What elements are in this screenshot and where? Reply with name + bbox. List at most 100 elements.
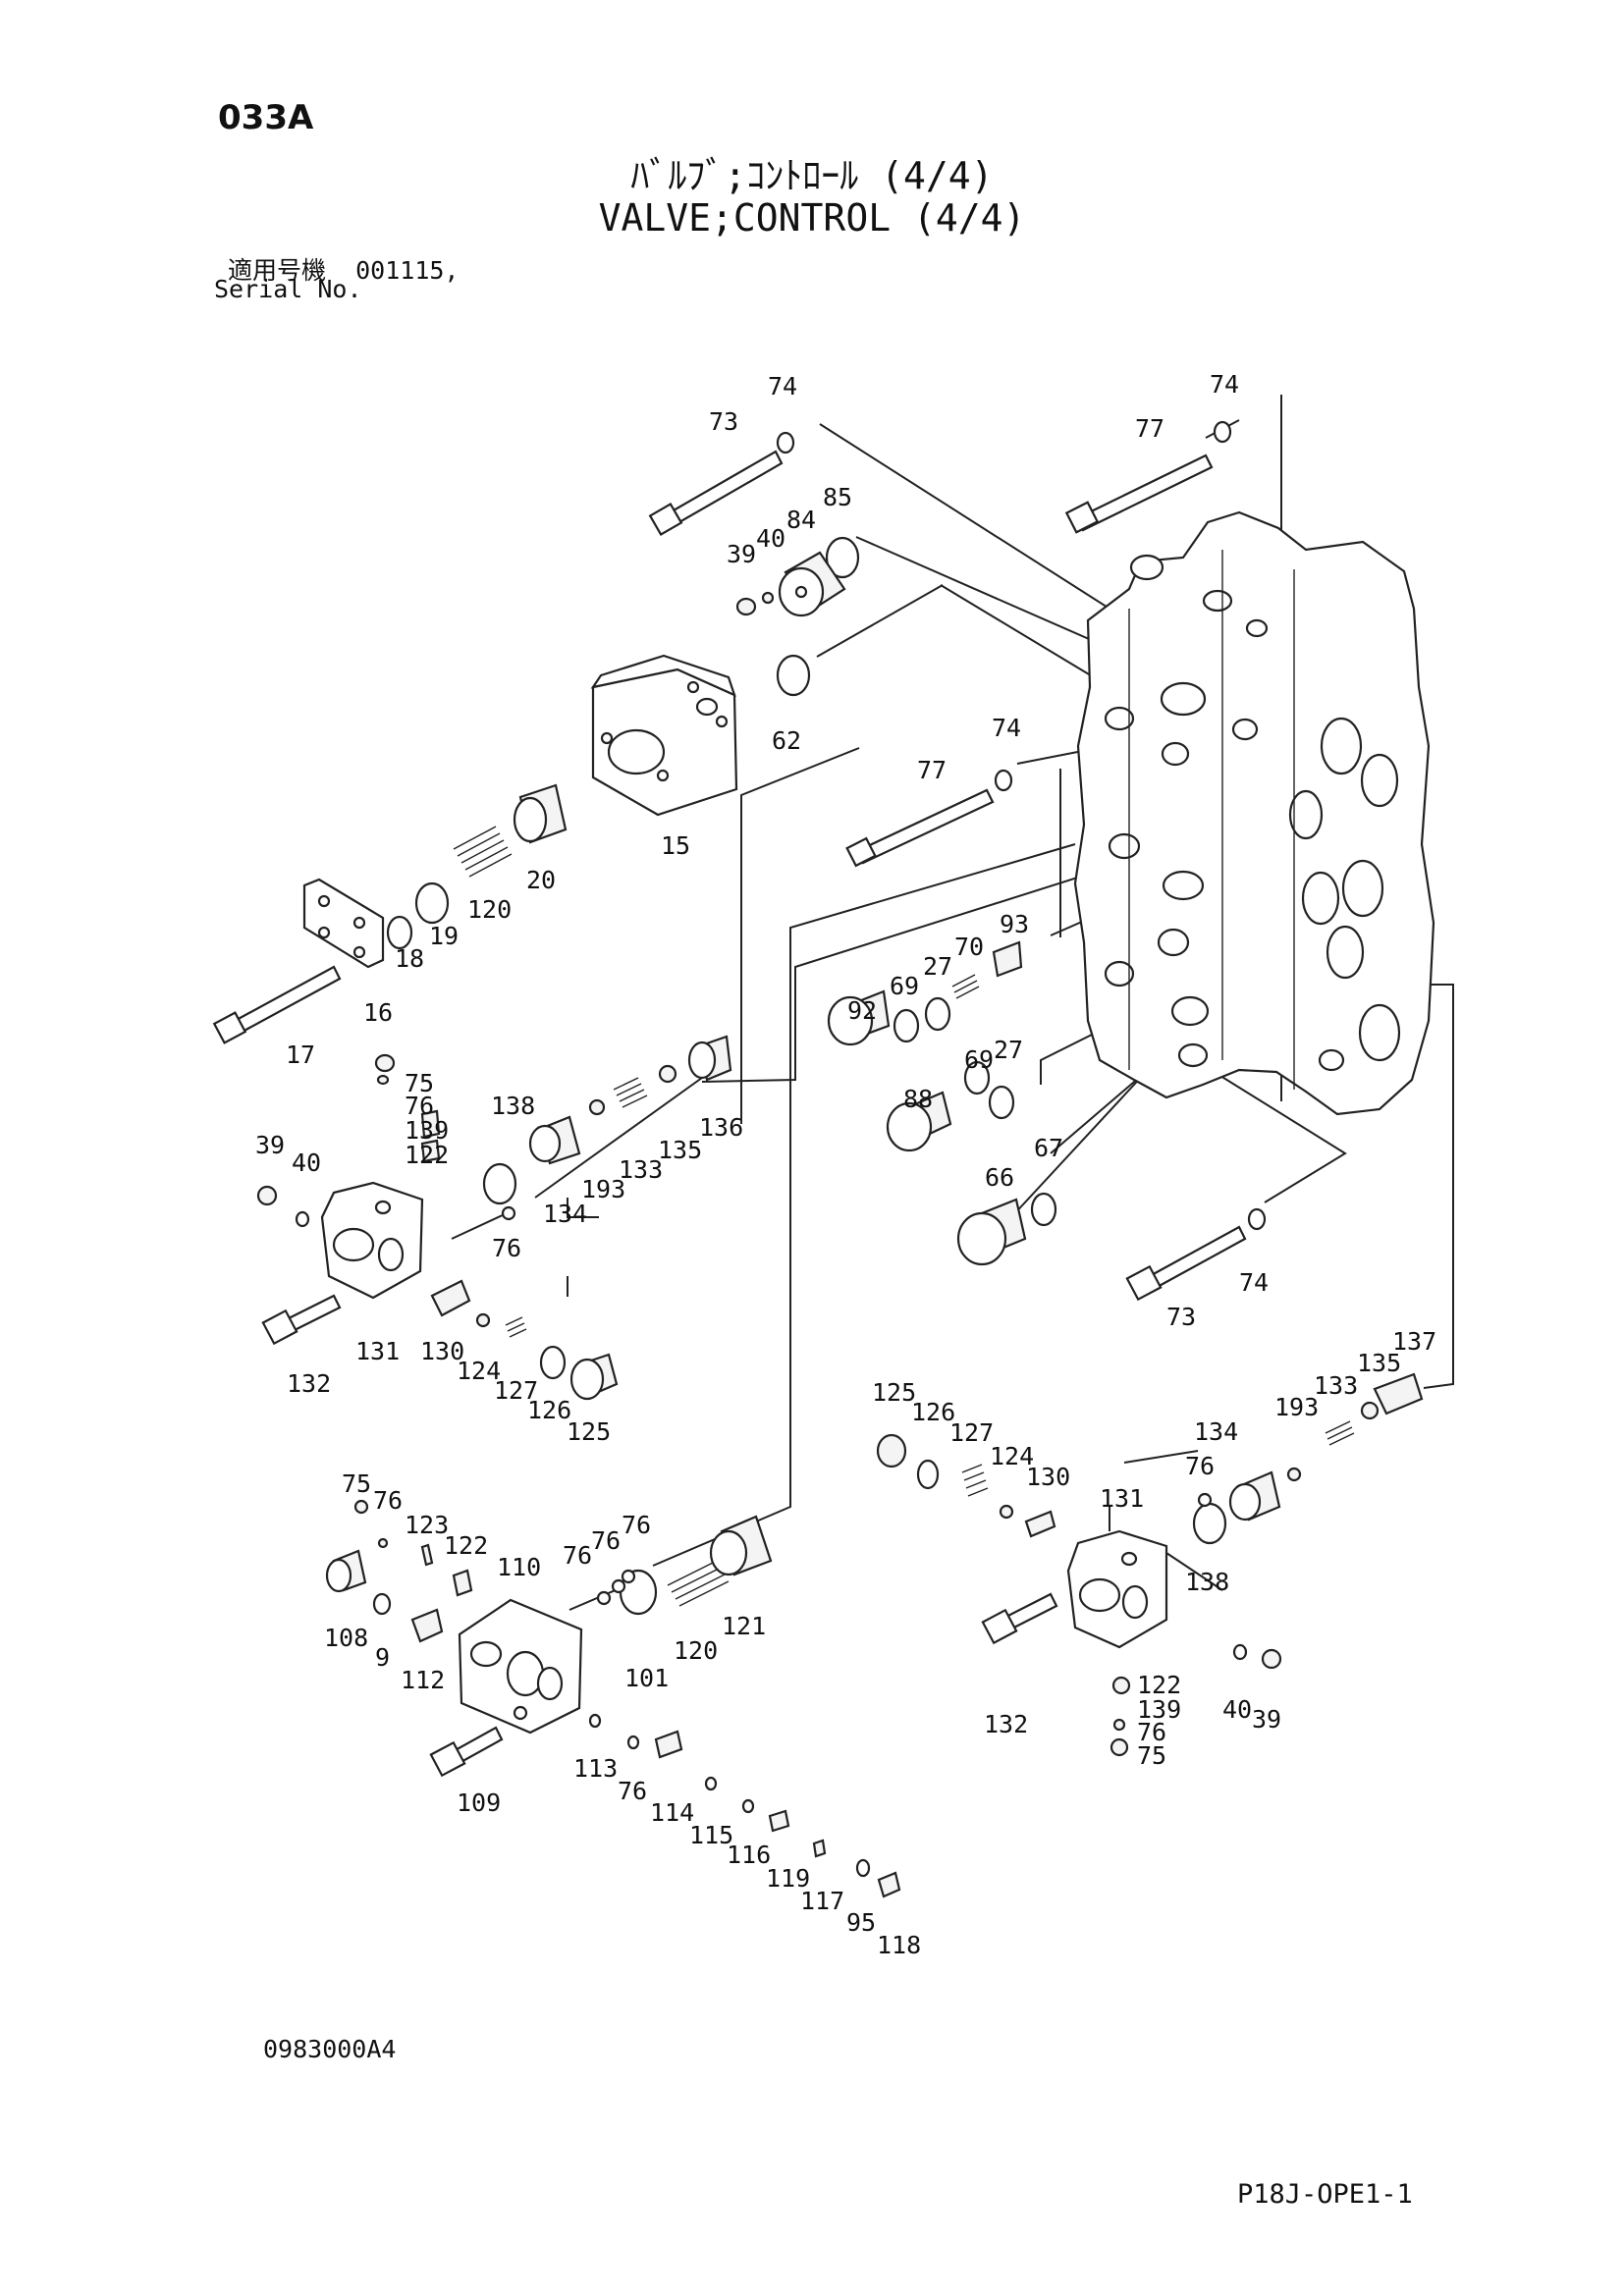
- document-code: 0983000A4: [263, 2035, 397, 2063]
- callout-label: 134: [1194, 1417, 1238, 1446]
- callout-label: 118: [877, 1931, 921, 1959]
- callout-label: 193: [1274, 1393, 1319, 1421]
- callout-label: 122: [1137, 1671, 1181, 1699]
- callout-label: 133: [619, 1155, 663, 1184]
- callout-label: 125: [567, 1417, 611, 1446]
- callout-label: 109: [457, 1789, 501, 1817]
- callout-label: 76: [622, 1511, 651, 1539]
- page-reference: P18J-OPE1-1: [1237, 2179, 1413, 2210]
- callout-label: 132: [984, 1710, 1028, 1738]
- part-131-left-block: [320, 1181, 424, 1300]
- callout-label: 27: [923, 952, 952, 981]
- callout-label: 88: [903, 1085, 933, 1113]
- callout-label: 114: [650, 1798, 694, 1827]
- part-131-right-block: [1066, 1529, 1168, 1649]
- callout-label: 138: [1185, 1568, 1229, 1596]
- serial-label-english: Serial No.: [214, 275, 362, 303]
- callout-label: 122: [444, 1531, 488, 1560]
- callout-label: 18: [395, 944, 424, 973]
- callout-label: 20: [526, 866, 556, 894]
- page-code: 033A: [218, 98, 314, 137]
- callout-label: 76: [492, 1234, 521, 1262]
- callout-label: 121: [722, 1612, 766, 1640]
- callout-label: 124: [990, 1442, 1034, 1470]
- callout-label: 125: [872, 1378, 916, 1407]
- callout-label: 76: [405, 1092, 434, 1120]
- callout-label: 131: [355, 1337, 400, 1365]
- callout-label: 127: [949, 1418, 994, 1447]
- callout-label: 74: [1239, 1268, 1269, 1297]
- callout-label: 133: [1314, 1371, 1358, 1400]
- callout-label: 117: [800, 1887, 844, 1915]
- serial-number-row: 適用号機 001115,: [228, 251, 459, 287]
- callout-label: 66: [985, 1163, 1014, 1192]
- callout-label: 110: [497, 1553, 541, 1581]
- callout-label: 127: [494, 1376, 538, 1405]
- callout-label: 112: [401, 1666, 445, 1694]
- callout-label: 95: [846, 1908, 876, 1937]
- callout-label: 124: [457, 1357, 501, 1385]
- callout-label: 70: [954, 933, 984, 961]
- callout-label: 101: [624, 1664, 669, 1692]
- callout-label: 77: [917, 756, 947, 784]
- callout-label: 137: [1392, 1327, 1436, 1356]
- callout-label: 76: [618, 1777, 647, 1805]
- callout-label: 69: [890, 972, 919, 1000]
- callout-label: 39: [727, 540, 756, 568]
- callout-label: 139: [405, 1116, 449, 1145]
- callout-label: 76: [591, 1526, 621, 1555]
- callout-label: 19: [429, 922, 459, 950]
- callout-label: 93: [1000, 910, 1029, 938]
- callout-label: 76: [563, 1541, 592, 1570]
- main-valve-housing: [1073, 510, 1435, 1116]
- callout-label: 39: [1252, 1705, 1281, 1734]
- part-callouts: 74 73 74 77 85 40 84 39 62 15 74 77 20 1…: [255, 370, 1436, 1959]
- callout-label: 75: [342, 1469, 371, 1498]
- part-16-cover-plate: [302, 878, 385, 969]
- callout-label: 138: [491, 1092, 535, 1120]
- callout-label: 135: [1357, 1349, 1401, 1377]
- callout-label: 84: [786, 506, 816, 534]
- callout-label: 76: [373, 1486, 403, 1515]
- o-rings: [295, 420, 1267, 1878]
- callout-label: 130: [1026, 1463, 1070, 1491]
- callout-label: 123: [405, 1511, 449, 1539]
- callout-label: 122: [405, 1141, 449, 1169]
- callout-label: 120: [467, 895, 512, 924]
- part-15-head-block: [590, 654, 738, 817]
- callout-label: 40: [756, 524, 785, 553]
- part-110-block: [458, 1598, 583, 1735]
- callout-label: 76: [1137, 1718, 1166, 1746]
- callout-label: 139: [1137, 1695, 1181, 1724]
- callout-label: 73: [1166, 1303, 1196, 1331]
- callout-label: 135: [658, 1136, 702, 1164]
- callout-label: 73: [709, 407, 738, 436]
- callout-label: 119: [766, 1864, 810, 1893]
- callout-label: 16: [363, 998, 393, 1027]
- long-bolts: [212, 450, 1247, 1778]
- callout-label: 74: [768, 372, 797, 400]
- callout-label: 74: [1210, 370, 1239, 399]
- callout-label: 27: [994, 1036, 1023, 1064]
- title-japanese: ﾊﾞﾙﾌﾞ;ｺﾝﾄﾛｰﾙ (4/4): [630, 154, 994, 197]
- callout-label: 130: [420, 1337, 464, 1365]
- callout-label: 75: [405, 1069, 434, 1097]
- callout-label: 193: [581, 1175, 625, 1203]
- callout-label: 67: [1034, 1134, 1063, 1162]
- callout-label: 120: [674, 1636, 718, 1665]
- callout-label: 77: [1135, 414, 1164, 443]
- callout-label: 85: [823, 483, 852, 511]
- title-english: VALVE;CONTROL (4/4): [598, 196, 1026, 240]
- callout-label: 40: [292, 1148, 321, 1177]
- callout-label: 75: [1137, 1741, 1166, 1770]
- callout-label: 17: [286, 1041, 315, 1069]
- callout-label: 69: [964, 1045, 994, 1074]
- callout-label: 113: [573, 1754, 618, 1783]
- serial-label-japanese: 適用号機: [228, 256, 327, 285]
- callout-label: 131: [1100, 1484, 1144, 1513]
- callout-label: 62: [772, 726, 801, 755]
- callout-label: 108: [324, 1624, 368, 1652]
- callout-label: 136: [699, 1113, 743, 1142]
- callout-label: 76: [1185, 1452, 1215, 1480]
